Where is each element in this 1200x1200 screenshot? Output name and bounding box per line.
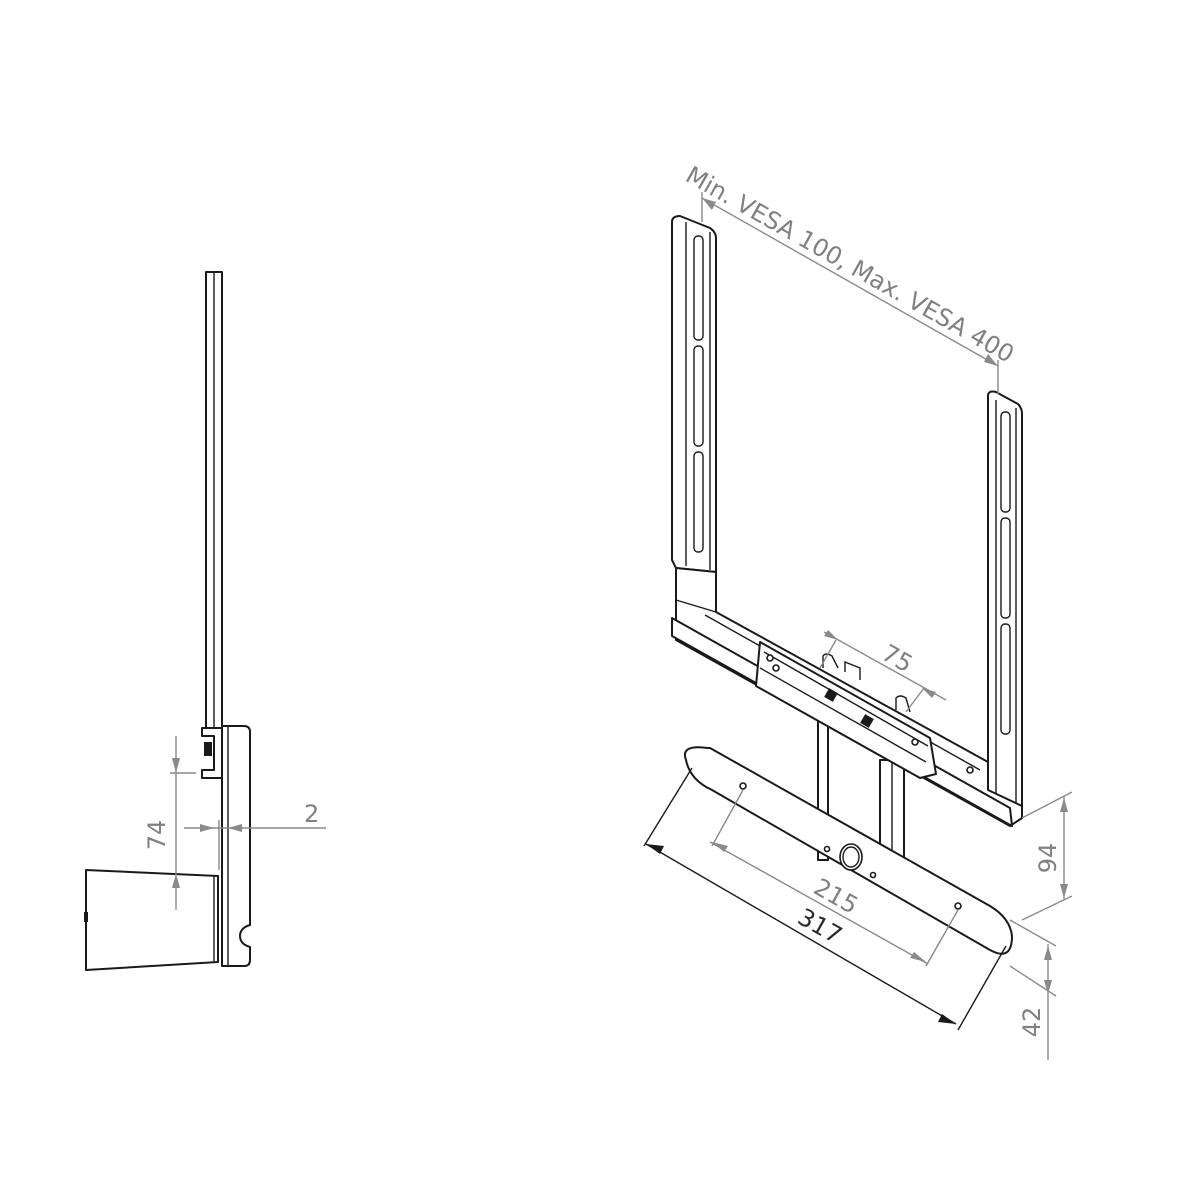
dim-clamp-height: 74 <box>143 820 171 851</box>
dim-vesa-range: Min. VESA 100, Max. VESA 400 <box>681 161 1019 369</box>
dim-plate-height: 42 <box>1018 1007 1046 1038</box>
isometric-view: Min. VESA 100, Max. VESA 400 75 215 317 … <box>643 161 1073 1060</box>
dim-slot-spacing: 75 <box>877 639 917 678</box>
dim-gap: 2 <box>304 800 319 828</box>
dim-height-offset: 94 <box>1034 843 1062 874</box>
side-view: 74 2 <box>84 271 326 971</box>
